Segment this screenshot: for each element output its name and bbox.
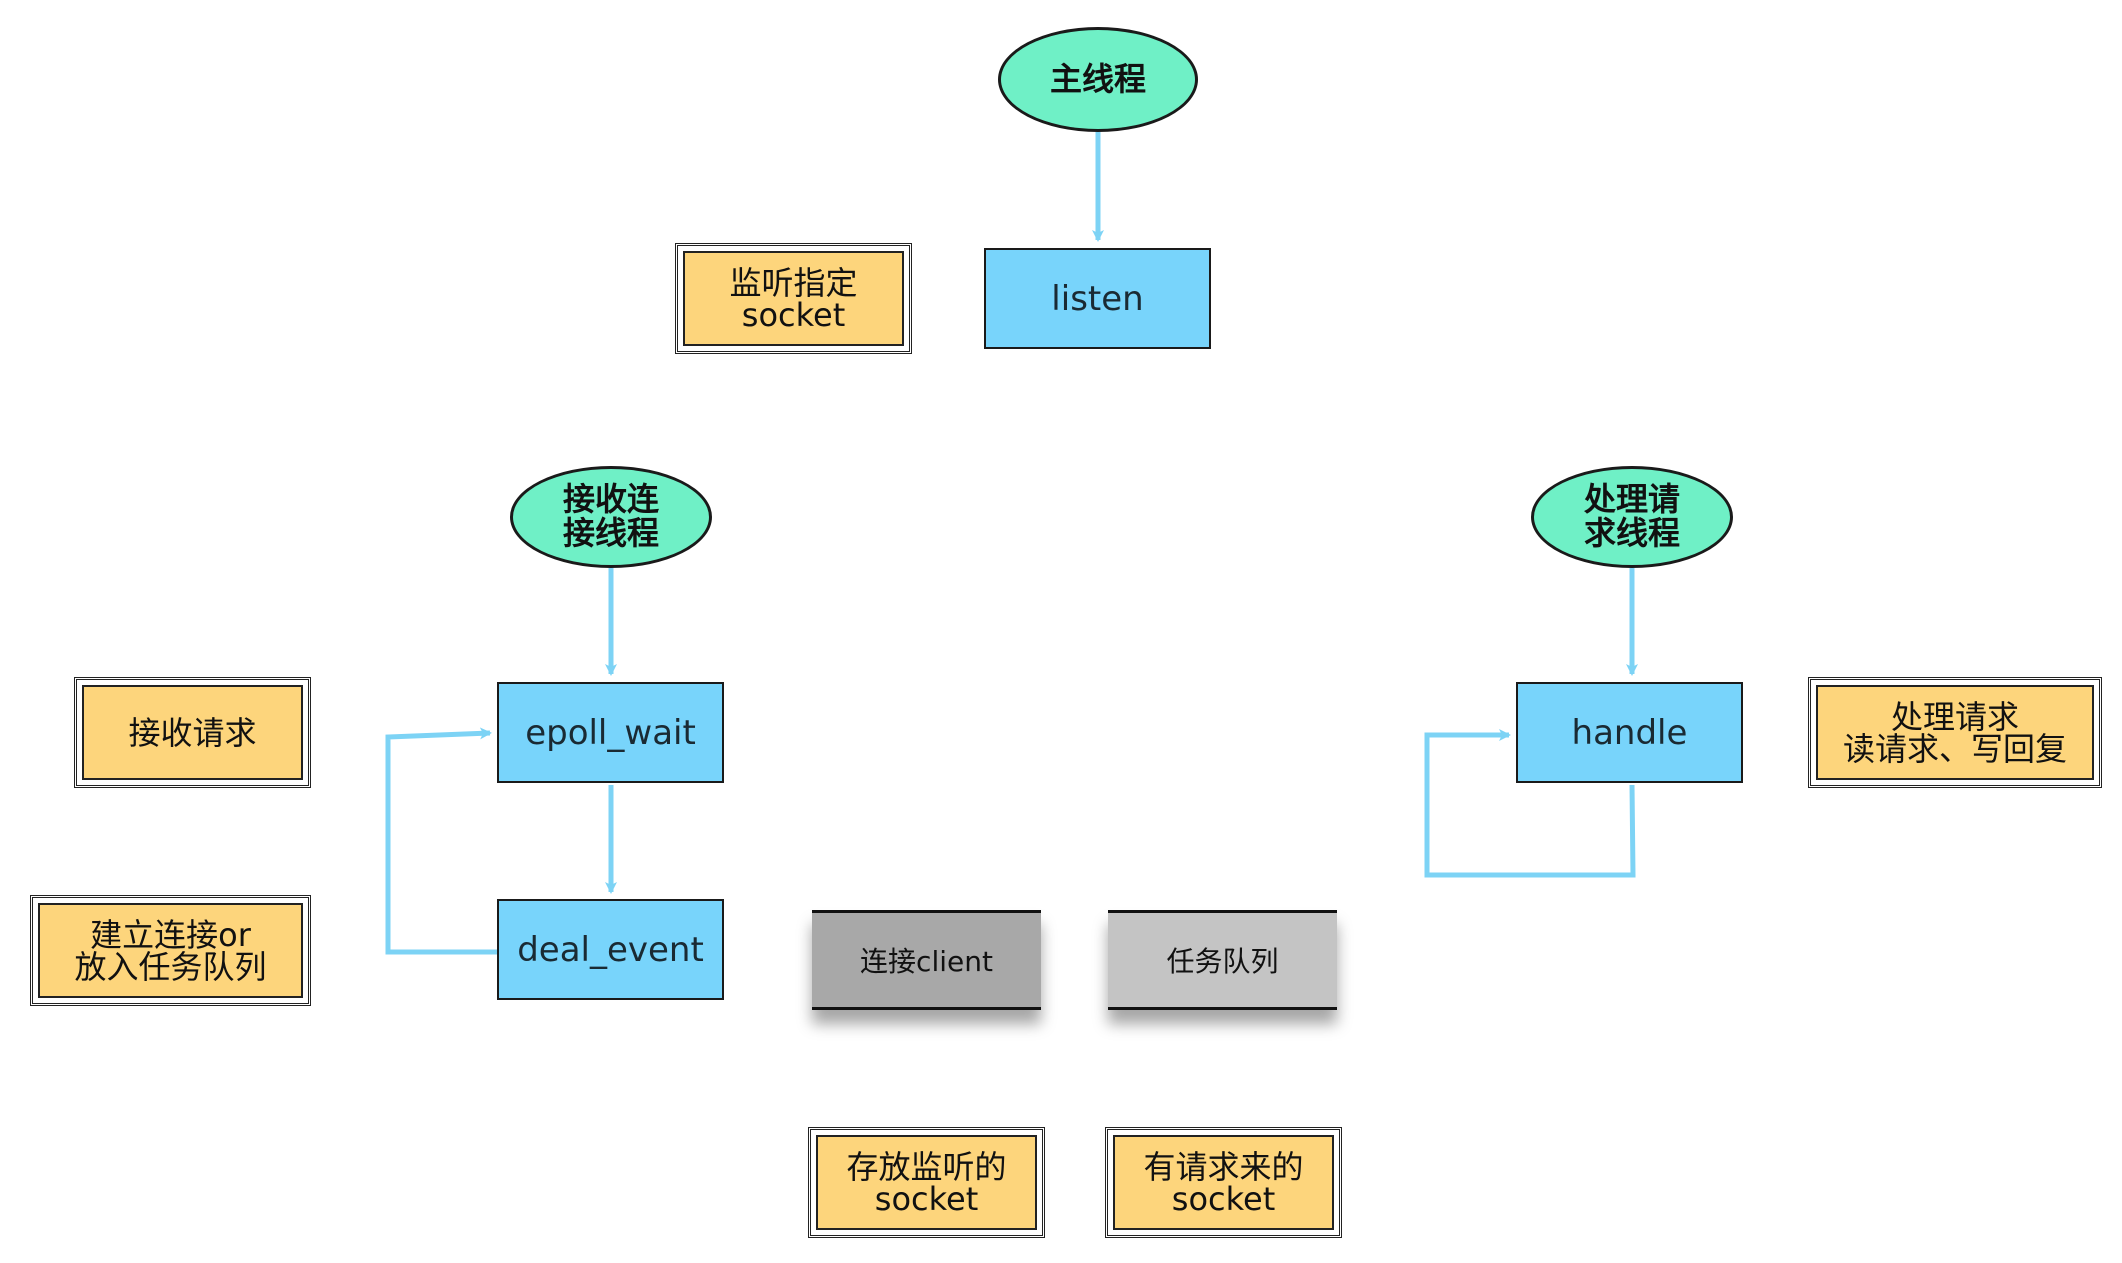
handle-note-line1: 处理请求	[1890, 697, 2019, 736]
accept-thread-ellipse: 接收连 接线程	[510, 466, 712, 568]
listen-note-line1: 监听指定	[729, 263, 858, 302]
handle-thread-label-line1: 处理请	[1583, 480, 1680, 519]
store-task-note-line2: socket	[1171, 1179, 1276, 1218]
task-queue-store: 任务队列	[1108, 910, 1337, 1010]
main-thread-label: 主线程	[1049, 59, 1146, 98]
main-thread-ellipse: 主线程	[998, 27, 1198, 132]
task-queue-store-label: 任务队列	[1166, 945, 1279, 978]
deal-event-label: deal_event	[517, 929, 704, 970]
deal-event-note-line2: 放入任务队列	[74, 947, 267, 986]
handle-process-box: handle	[1516, 682, 1743, 783]
listen-note: 监听指定 socket	[675, 243, 912, 354]
listen-note-line2: socket	[741, 295, 846, 334]
epoll-wait-process-box: epoll_wait	[497, 682, 724, 783]
handle-label: handle	[1571, 712, 1688, 753]
epoll-wait-note-line1: 接收请求	[128, 713, 257, 752]
client-store-label: 连接client	[860, 945, 993, 978]
store-task-note-line1: 有请求来的	[1143, 1147, 1304, 1186]
arrow-deal-loop-to-epoll	[385, 727, 497, 955]
store-client-note-line1: 存放监听的	[846, 1147, 1007, 1186]
handle-thread-ellipse: 处理请 求线程	[1531, 466, 1733, 568]
store-task-note: 有请求来的 socket	[1105, 1127, 1342, 1238]
epoll-wait-label: epoll_wait	[525, 712, 696, 753]
deal-event-note: 建立连接or 放入任务队列	[30, 895, 311, 1006]
deal-event-process-box: deal_event	[497, 899, 724, 1000]
epoll-wait-note: 接收请求	[74, 677, 311, 788]
store-client-note: 存放监听的 socket	[808, 1127, 1045, 1238]
handle-note: 处理请求 读请求、写回复	[1808, 677, 2102, 788]
arrow-handle-loop	[1424, 729, 1636, 878]
accept-thread-label-line2: 接线程	[562, 514, 659, 552]
handle-thread-label-line2: 求线程	[1583, 514, 1680, 552]
listen-process-box: listen	[984, 248, 1211, 349]
handle-note-line2: 读请求、写回复	[1842, 729, 2067, 768]
deal-event-note-line1: 建立连接or	[90, 915, 251, 954]
listen-label: listen	[1051, 278, 1144, 319]
client-store: 连接client	[812, 910, 1041, 1010]
accept-thread-label-line1: 接收连	[562, 480, 659, 519]
store-client-note-line2: socket	[874, 1179, 979, 1218]
